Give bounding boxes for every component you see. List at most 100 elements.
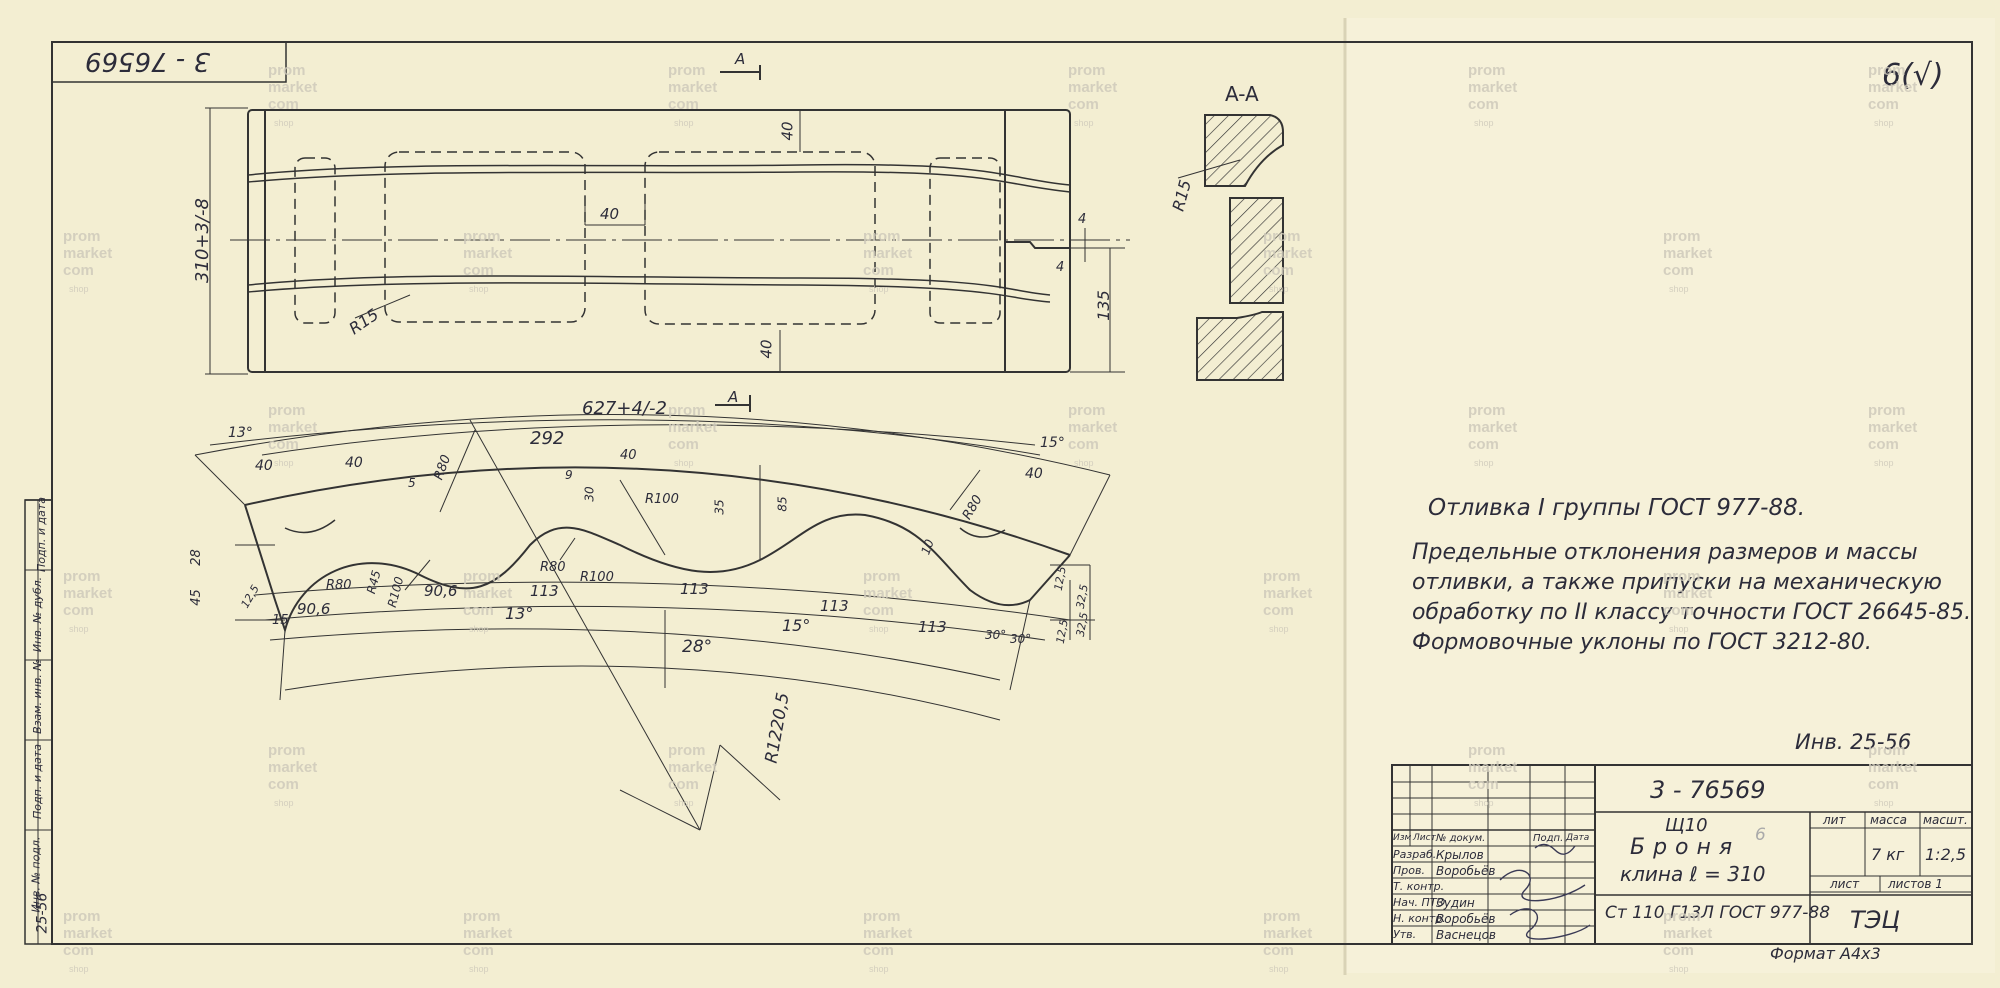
header-podp: Подп. xyxy=(1533,833,1564,844)
role-nkontr-name: Воробьёв xyxy=(1436,912,1496,926)
dim-r80-2: R80 xyxy=(326,578,352,593)
label-sheets: листов 1 xyxy=(1888,877,1943,891)
dim-r100-1: R100 xyxy=(645,492,679,507)
title-name-line1: Броня xyxy=(1630,835,1741,860)
scale-value: 1:2,5 xyxy=(1925,845,1967,864)
title-sheet-number: 6 xyxy=(1755,825,1766,845)
title-org: ТЭЦ xyxy=(1850,906,1901,934)
note-line-2: Предельные отклонения размеров и массы xyxy=(1412,540,1918,565)
dim-4b: 4 xyxy=(1056,260,1065,275)
dim-30deg-a: 30° xyxy=(985,628,1007,642)
header-doc: № докум. xyxy=(1436,833,1486,844)
label-scale: масшт. xyxy=(1923,813,1968,827)
title-name-line2: клина ℓ = 310 xyxy=(1620,862,1766,886)
dim-40-arc4: 40 xyxy=(1025,466,1043,482)
dim-13deg: 13° xyxy=(505,604,534,623)
role-nachpto: Нач. ПТО xyxy=(1393,896,1446,909)
dim-15: 15 xyxy=(272,613,289,628)
title-material: Ст 110 Г13Л ГОСТ 977-88 xyxy=(1605,903,1831,923)
dim-40-arc1: 40 xyxy=(255,458,273,474)
role-prov: Пров. xyxy=(1393,864,1425,877)
cut-letter-bottom: A xyxy=(728,388,739,406)
dim-292: 292 xyxy=(530,428,565,449)
dim-40-arc3: 40 xyxy=(620,448,637,463)
role-razrab-name: Крылов xyxy=(1436,848,1484,862)
dim-9: 9 xyxy=(565,468,573,482)
header-date: Дата xyxy=(1566,833,1590,843)
role-nachpto-name: Зудин xyxy=(1436,896,1475,910)
dim-15deg: 15° xyxy=(782,616,811,635)
dim-113b: 113 xyxy=(680,580,709,598)
dim-40-arc2: 40 xyxy=(345,455,363,471)
role-nkontr: Н. контр. xyxy=(1393,912,1446,925)
title-designation: 3 - 76569 xyxy=(1650,776,1766,804)
role-utv-name: Васнецов xyxy=(1436,928,1496,942)
dim-40-mid: 40 xyxy=(600,205,620,223)
dim-5: 5 xyxy=(408,476,416,490)
role-razrab: Разраб. xyxy=(1393,848,1437,861)
dim-28deg: 28° xyxy=(682,637,713,657)
label-lit: лит xyxy=(1823,813,1846,827)
dim-113c: 113 xyxy=(820,597,849,615)
dim-30deg-b: 30° xyxy=(1010,632,1032,646)
header-list: Лист xyxy=(1413,833,1436,843)
inventory-number: Инв. 25-56 xyxy=(1795,730,1912,754)
dim-r100-2: R100 xyxy=(580,570,614,585)
dim-906a: 90,6 xyxy=(297,600,331,618)
note-line-3: отливки, а также припуски на механическу… xyxy=(1412,570,1942,595)
mass-value: 7 кг xyxy=(1871,845,1905,864)
format-label: Формат А4х3 xyxy=(1770,944,1881,963)
title-product: Щ10 xyxy=(1665,815,1708,836)
label-sheet: лист xyxy=(1830,877,1860,891)
role-utv: Утв. xyxy=(1393,928,1417,941)
role-tkontr: Т. контр. xyxy=(1393,880,1445,893)
label-mass: масса xyxy=(1870,813,1907,827)
section-label: A-A xyxy=(1225,82,1259,106)
dim-906b: 90,6 xyxy=(424,582,458,600)
cut-letter-top: A xyxy=(735,50,746,68)
note-line-5: Формовочные уклоны по ГОСТ 3212-80. xyxy=(1412,630,1872,655)
dim-113d: 113 xyxy=(918,618,947,636)
dim-4a: 4 xyxy=(1078,212,1087,227)
dim-15-right: 15° xyxy=(1040,435,1065,451)
corner-mark: 6(√) xyxy=(1882,58,1944,93)
dim-13-left: 13° xyxy=(228,425,253,441)
note-line-1: Отливка I группы ГОСТ 977-88. xyxy=(1428,495,1806,521)
dim-113a: 113 xyxy=(530,582,559,600)
dim-length: 627+4/-2 xyxy=(582,398,667,419)
dim-r80-3: R80 xyxy=(540,560,566,575)
role-prov-name: Воробьёв xyxy=(1436,864,1496,878)
